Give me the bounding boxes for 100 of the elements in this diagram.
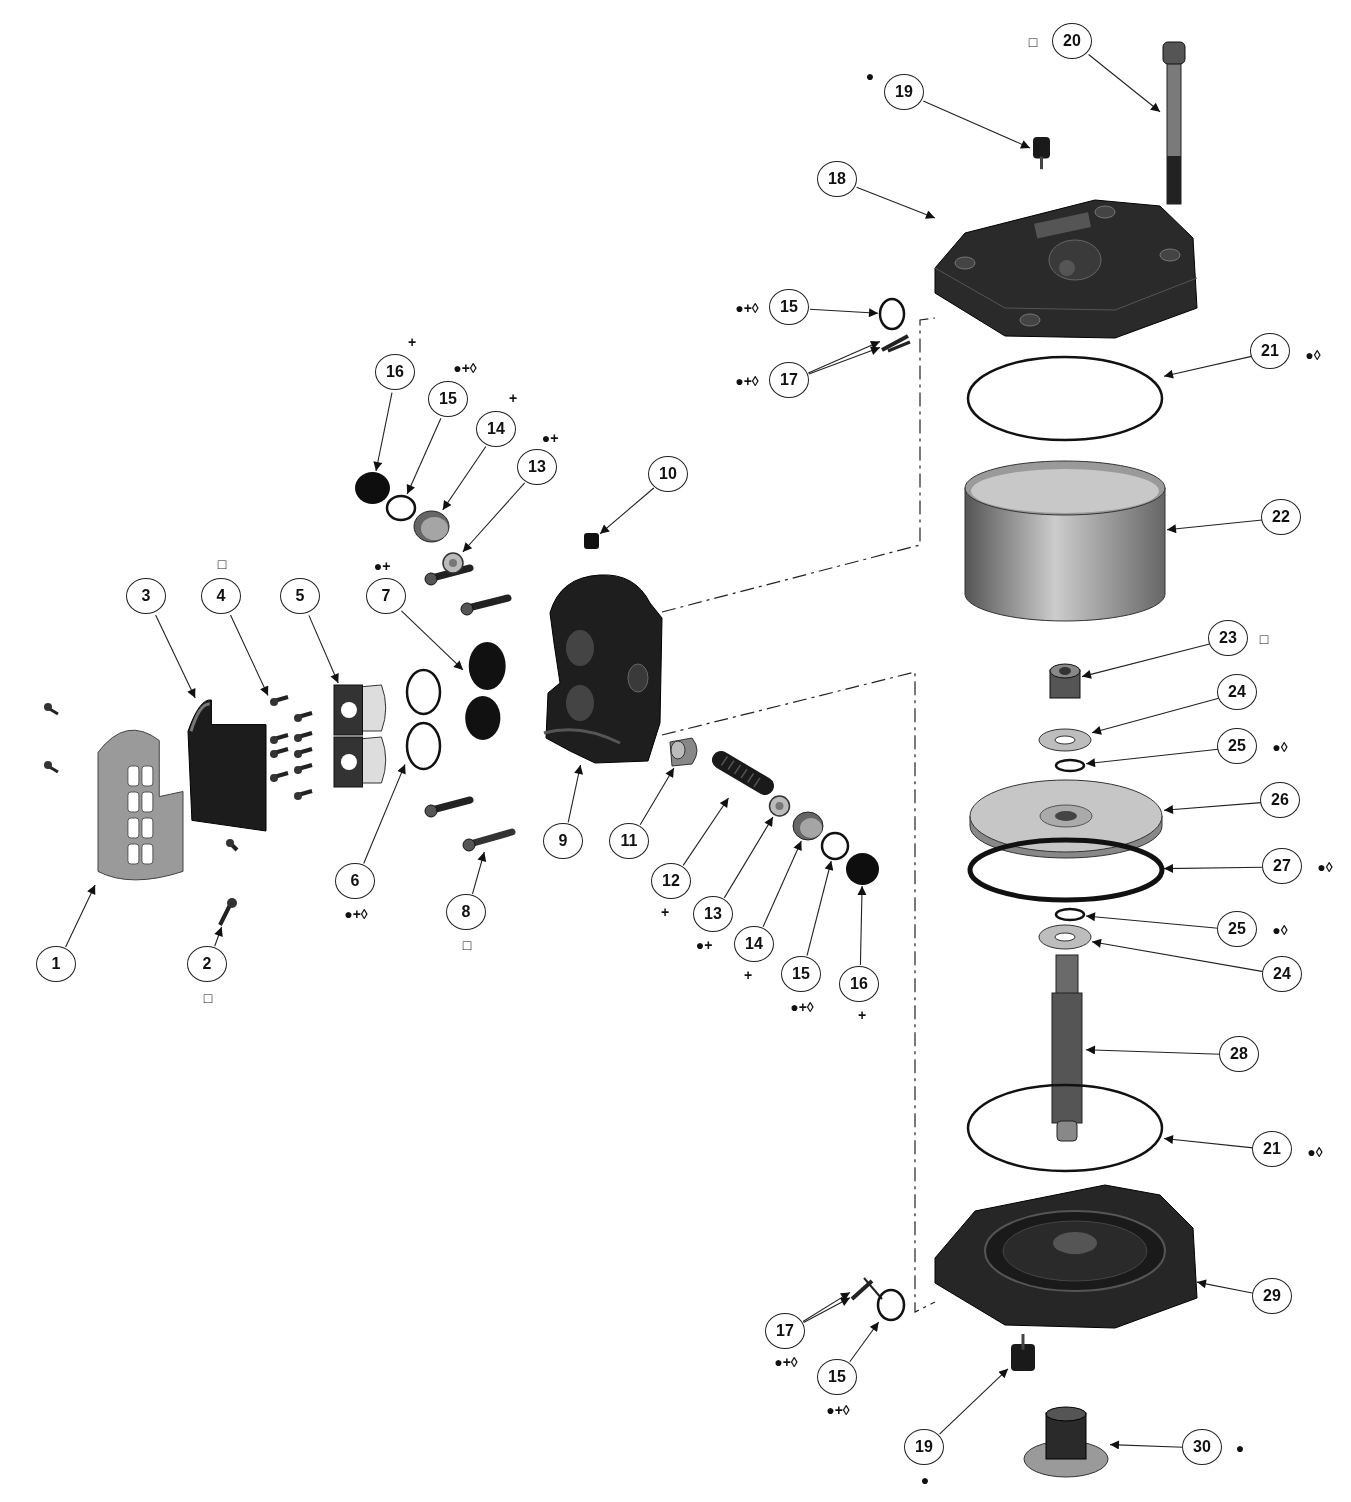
leader-line: [682, 797, 730, 866]
leader-line: [802, 1291, 851, 1323]
callout-number: 19: [884, 74, 924, 110]
leader-line: [938, 1368, 1009, 1435]
callout-number: 22: [1261, 499, 1301, 535]
nut-drawing: [583, 532, 600, 550]
kit-symbol: ●◊: [1317, 860, 1333, 874]
piston-rod-drawing: [1048, 955, 1086, 1143]
disc-drawing: [354, 471, 391, 505]
leader-line: [363, 763, 406, 865]
callout-number: 15: [428, 381, 468, 417]
leader-line: [462, 482, 526, 553]
kit-symbol: ●+◊: [774, 1355, 798, 1369]
leader-line: [1163, 864, 1264, 873]
nut-drawing: [1048, 662, 1082, 700]
callout-number: 21: [1250, 333, 1290, 369]
kit-symbol: ●+: [373, 559, 391, 573]
callout-number: 30: [1182, 1429, 1222, 1465]
callout-number: 2: [187, 946, 227, 982]
disc-drawing: [845, 852, 880, 886]
callout-number: 24: [1262, 956, 1302, 992]
callout-number: 5: [280, 578, 320, 614]
callout-number: 24: [1217, 674, 1257, 710]
ball-drawing: [441, 552, 465, 574]
callout-number: 14: [476, 411, 516, 447]
leader-line: [567, 764, 583, 823]
callout-number: 8: [446, 894, 486, 930]
kit-symbol: □: [1028, 35, 1038, 49]
leader-line: [807, 340, 881, 374]
callout-number: 11: [609, 823, 649, 859]
kit-symbol: ●: [920, 1473, 930, 1487]
leader-line: [922, 100, 1031, 149]
kit-symbol: □: [203, 991, 213, 1005]
leader-line: [809, 308, 879, 318]
leader-line: [856, 186, 936, 219]
callout-number: 7: [366, 578, 406, 614]
leader-line: [471, 851, 487, 895]
leader-line: [1085, 748, 1219, 768]
callout-number: 21: [1252, 1131, 1292, 1167]
leader-line: [723, 816, 774, 899]
kit-symbol: ●+◊: [735, 374, 759, 388]
leader-line: [373, 392, 393, 472]
kit-symbol: ●◊: [1305, 348, 1321, 362]
kit-symbol: ●+◊: [344, 907, 368, 921]
end-cover-drawing: [935, 1183, 1197, 1330]
kit-symbol: +: [660, 905, 670, 919]
leader-line: [857, 885, 867, 966]
leader-line: [400, 610, 464, 671]
callout-number: 13: [517, 449, 557, 485]
kit-symbol: +: [407, 335, 417, 349]
end-cover-drawing: [935, 198, 1197, 340]
kit-symbol: □: [462, 938, 472, 952]
leader-line: [1163, 355, 1253, 379]
sleeve-drawing: [188, 698, 266, 831]
o-ring-drawing: [876, 1288, 906, 1322]
callout-number: 25: [1217, 911, 1257, 947]
leader-line: [803, 1297, 851, 1324]
callout-number: 29: [1252, 1278, 1292, 1314]
kit-symbol: ●+: [541, 431, 559, 445]
callout-number: 28: [1219, 1036, 1259, 1072]
kit-symbol: ●+: [695, 938, 713, 952]
callout-number: 20: [1052, 23, 1092, 59]
leader-line: [155, 614, 196, 699]
kit-symbol: ●+◊: [790, 1000, 814, 1014]
leader-line: [808, 346, 881, 375]
leader-line: [229, 614, 269, 697]
leader-line: [65, 884, 96, 948]
callout-number: 13: [693, 896, 733, 932]
leader-line: [806, 860, 834, 957]
o-ring-drawing: [820, 831, 850, 861]
callout-number: 17: [769, 362, 809, 398]
leader-line: [1081, 643, 1211, 679]
callout-number: 16: [839, 966, 879, 1002]
o-ring-drawing: [966, 1083, 1164, 1173]
kit-symbol: +: [508, 391, 518, 405]
leader-line: [1163, 1134, 1254, 1149]
callout-number: 17: [765, 1313, 805, 1349]
callout-number: 14: [734, 926, 774, 962]
callout-number: 10: [648, 456, 688, 492]
discs-drawing: [463, 640, 507, 742]
leader-line: [214, 926, 223, 947]
leader-line: [849, 1321, 880, 1363]
o-ring-drawing: [968, 838, 1164, 902]
alignment-line: [661, 671, 936, 1313]
callout-number: 4: [201, 578, 241, 614]
o-ring-drawing: [878, 297, 906, 331]
callout-number: 15: [781, 956, 821, 992]
piston-drawing: [968, 776, 1164, 860]
kit-symbol: □: [1259, 632, 1269, 646]
callout-number: 15: [817, 1359, 857, 1395]
callout-number: 27: [1262, 848, 1302, 884]
cylinder-tube-drawing: [963, 458, 1167, 622]
leader-line: [1163, 802, 1262, 815]
kit-symbol: ●◊: [1307, 1145, 1323, 1159]
callout-number: 9: [543, 823, 583, 859]
kit-symbol: +: [857, 1008, 867, 1022]
callout-number: 18: [817, 161, 857, 197]
kit-symbol: ●+◊: [826, 1403, 850, 1417]
callout-number: 12: [651, 863, 691, 899]
callout-number: 25: [1217, 728, 1257, 764]
